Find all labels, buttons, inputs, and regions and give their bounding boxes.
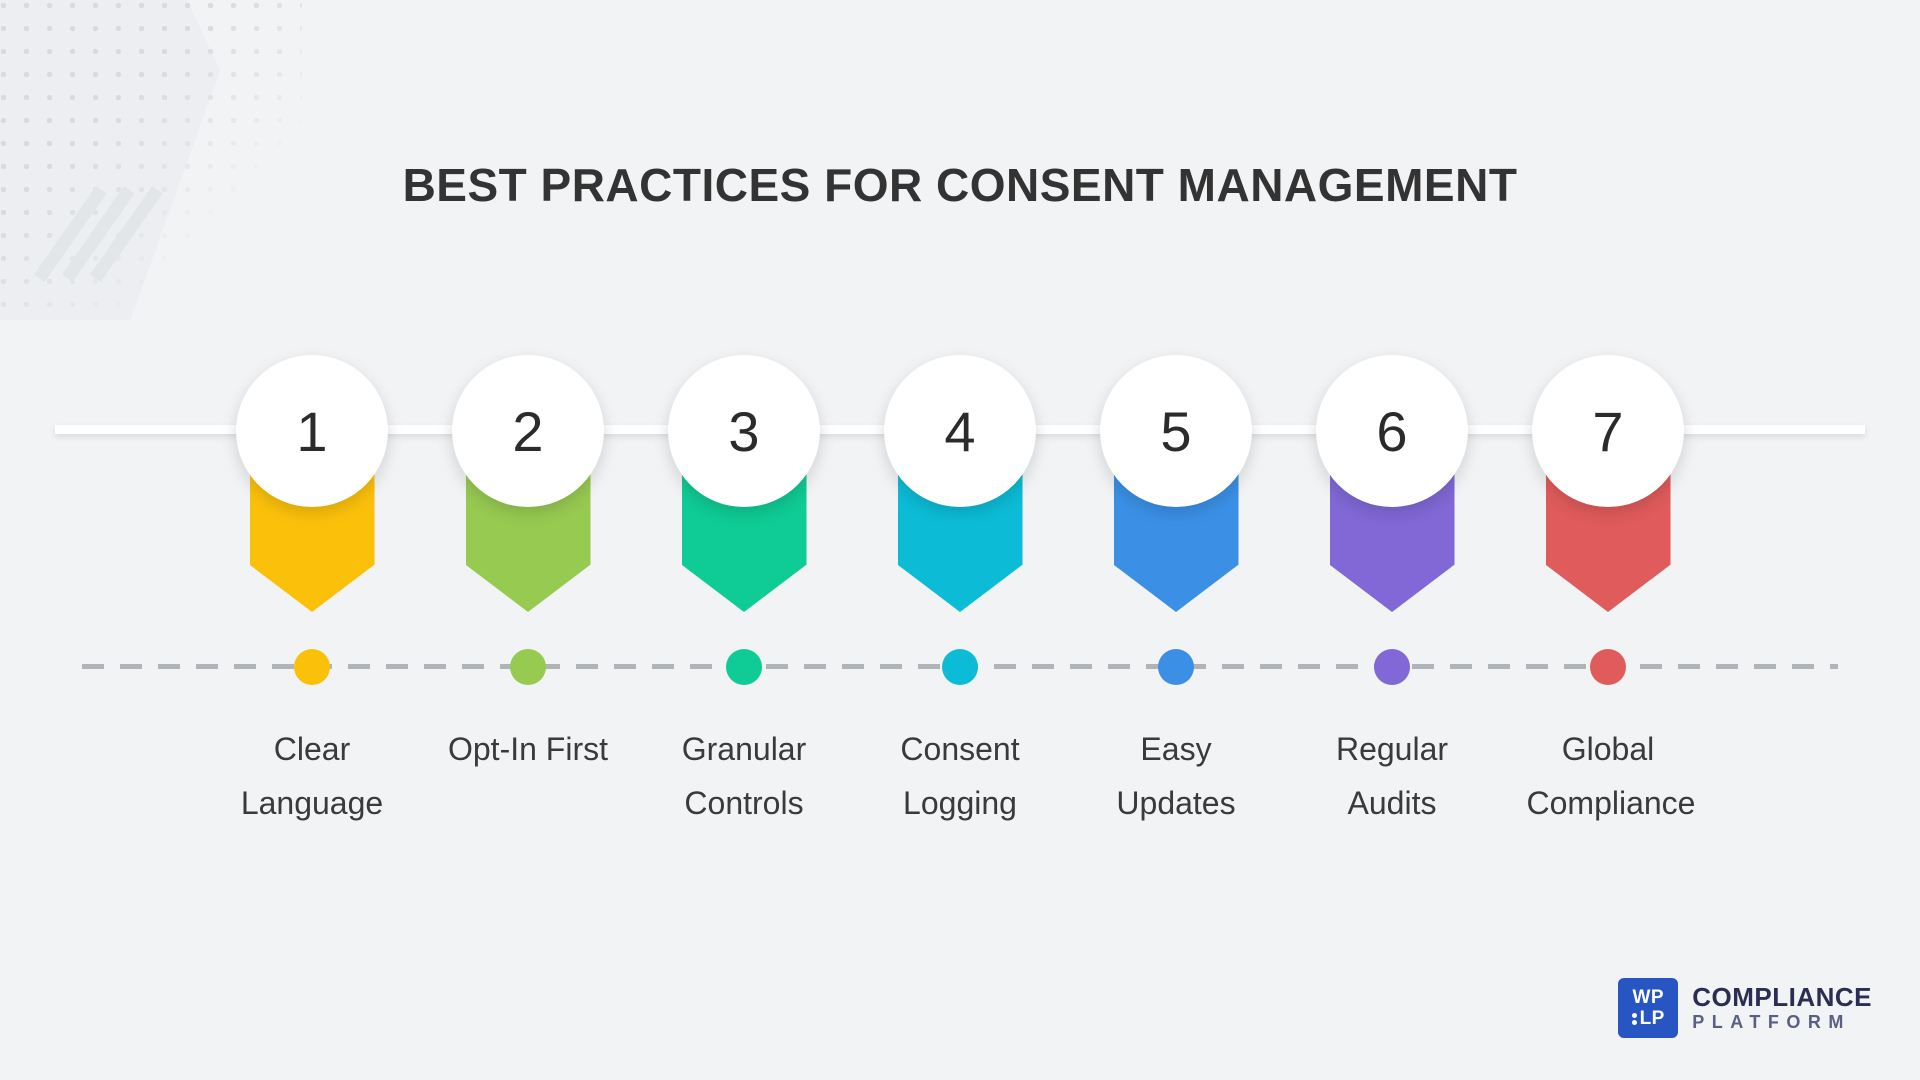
step-item-1[interactable]: 1 xyxy=(231,355,394,620)
step-marker-dot-icon xyxy=(510,649,546,685)
step-label-7: Global Compliance xyxy=(1526,731,1696,821)
step-marker-dot-icon xyxy=(1590,649,1626,685)
step-number-badge: 5 xyxy=(1100,355,1252,507)
step-label-2: Opt-In First xyxy=(447,731,608,767)
step-item-4[interactable]: 4 xyxy=(879,355,1042,620)
step-marker-dot-icon xyxy=(1158,649,1194,685)
step-marker-row xyxy=(0,645,1920,689)
logo-wordmark: COMPLIANCE PLATFORM xyxy=(1692,983,1872,1033)
step-number-badge: 4 xyxy=(884,355,1036,507)
step-marker-dot-icon xyxy=(294,649,330,685)
marker-slot-3 xyxy=(663,649,826,685)
step-marker-dot-icon xyxy=(726,649,762,685)
logo-name-bottom: PLATFORM xyxy=(1692,1012,1851,1032)
step-number-badge: 1 xyxy=(236,355,388,507)
logo-mark-icon: WP LP xyxy=(1618,978,1679,1038)
step-item-3[interactable]: 3 xyxy=(663,355,826,620)
step-number-badge: 6 xyxy=(1316,355,1468,507)
logo-mark-line2: LP xyxy=(1639,1008,1665,1029)
step-item-2[interactable]: 2 xyxy=(447,355,610,620)
logo-dots-icon xyxy=(1631,1012,1637,1025)
step-marker-dot-icon xyxy=(1374,649,1410,685)
marker-slot-6 xyxy=(1311,649,1474,685)
marker-slot-1 xyxy=(231,649,394,685)
steps-banner-row: 1 2 3 4 5 6 7 xyxy=(0,355,1920,625)
marker-slot-5 xyxy=(1095,649,1258,685)
page-title: BEST PRACTICES FOR CONSENT MANAGEMENT xyxy=(402,159,1518,211)
logo-name-top: COMPLIANCE xyxy=(1692,982,1872,1012)
brand-logo[interactable]: WP LP COMPLIANCE PLATFORM xyxy=(1618,978,1872,1038)
logo-mark-line2-row: LP xyxy=(1631,1008,1665,1029)
marker-slot-4 xyxy=(879,649,1042,685)
step-item-6[interactable]: 6 xyxy=(1311,355,1474,620)
step-number-badge: 2 xyxy=(452,355,604,507)
step-label-3: Granular Controls xyxy=(681,731,807,821)
step-label-row: Clear Language Opt-In First Granular Con… xyxy=(0,722,1920,830)
step-label-4: Consent Logging xyxy=(900,731,1020,821)
step-marker-dot-icon xyxy=(942,649,978,685)
step-label-5: Easy Updates xyxy=(1116,731,1236,821)
logo-mark-line1: WP xyxy=(1632,987,1664,1008)
marker-slot-2 xyxy=(447,649,610,685)
step-number-badge: 3 xyxy=(668,355,820,507)
marker-slot-7 xyxy=(1527,649,1690,685)
step-number-badge: 7 xyxy=(1532,355,1684,507)
step-item-7[interactable]: 7 xyxy=(1527,355,1690,620)
step-label-6: Regular Audits xyxy=(1335,731,1449,821)
step-label-1: Clear Language xyxy=(240,731,384,821)
step-item-5[interactable]: 5 xyxy=(1095,355,1258,620)
